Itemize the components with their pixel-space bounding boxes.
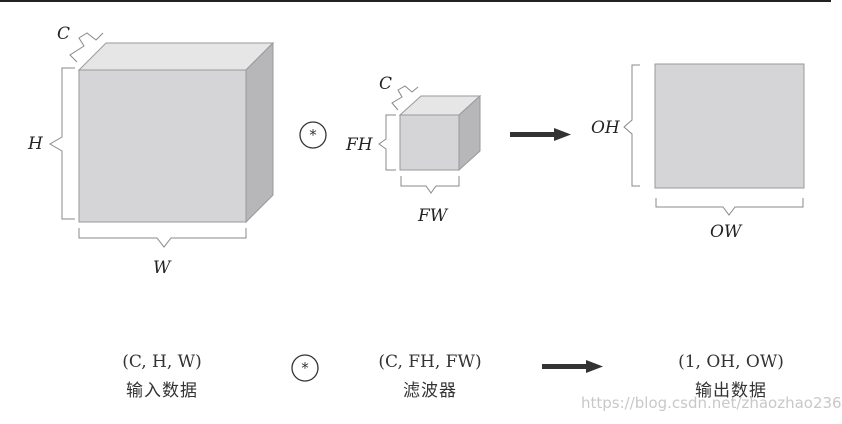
filter-c-brace [391,85,419,111]
convolution-circle [299,121,327,149]
output-oh-brace [623,64,640,187]
convolution-asterisk: * [309,126,317,144]
input-caption: (C, H, W) 输入数据 [92,352,232,401]
input-c-brace [69,32,104,63]
output-oh-label: OH [591,118,621,138]
caption-arrow [542,360,603,373]
filter-name: 滤波器 [403,381,457,401]
output-ow-brace [655,198,804,216]
svg-text:*: * [301,359,309,377]
input-w-brace [78,228,247,248]
filter-cube-front [399,114,460,171]
input-h-brace [49,67,75,220]
input-h-label: H [27,134,44,154]
output-rect [654,63,805,189]
top-rule [0,0,831,2]
output-name: 输出数据 [695,381,767,401]
input-cube-top [77,42,275,71]
watermark: https://blog.csdn.net/zhaozhao236 [581,394,842,412]
input-name: 输入数据 [126,381,198,401]
filter-fh-label: FH [345,135,374,155]
input-cube-front [78,69,247,223]
convolution-symbol: * [299,121,327,149]
filter-fw-label: FW [417,206,449,226]
diagram-arrow [510,128,571,141]
input-cube [77,41,275,224]
filter-cube [398,94,482,172]
caption-convolution-symbol: * [291,354,319,382]
filter-caption: (C, FH, FW) 滤波器 [360,352,500,401]
input-cube-side [245,41,274,224]
input-shape: (C, H, W) [122,352,202,372]
input-w-label: W [153,258,172,278]
filter-shape: (C, FH, FW) [378,352,482,372]
filter-c-label: C [379,74,392,94]
filter-fw-brace [400,176,460,194]
input-c-label: C [57,24,70,44]
filter-fh-brace [378,114,396,171]
output-ow-label: OW [710,222,743,242]
output-shape: (1, OH, OW) [678,352,784,372]
output-caption: (1, OH, OW) 输出数据 [656,352,806,401]
